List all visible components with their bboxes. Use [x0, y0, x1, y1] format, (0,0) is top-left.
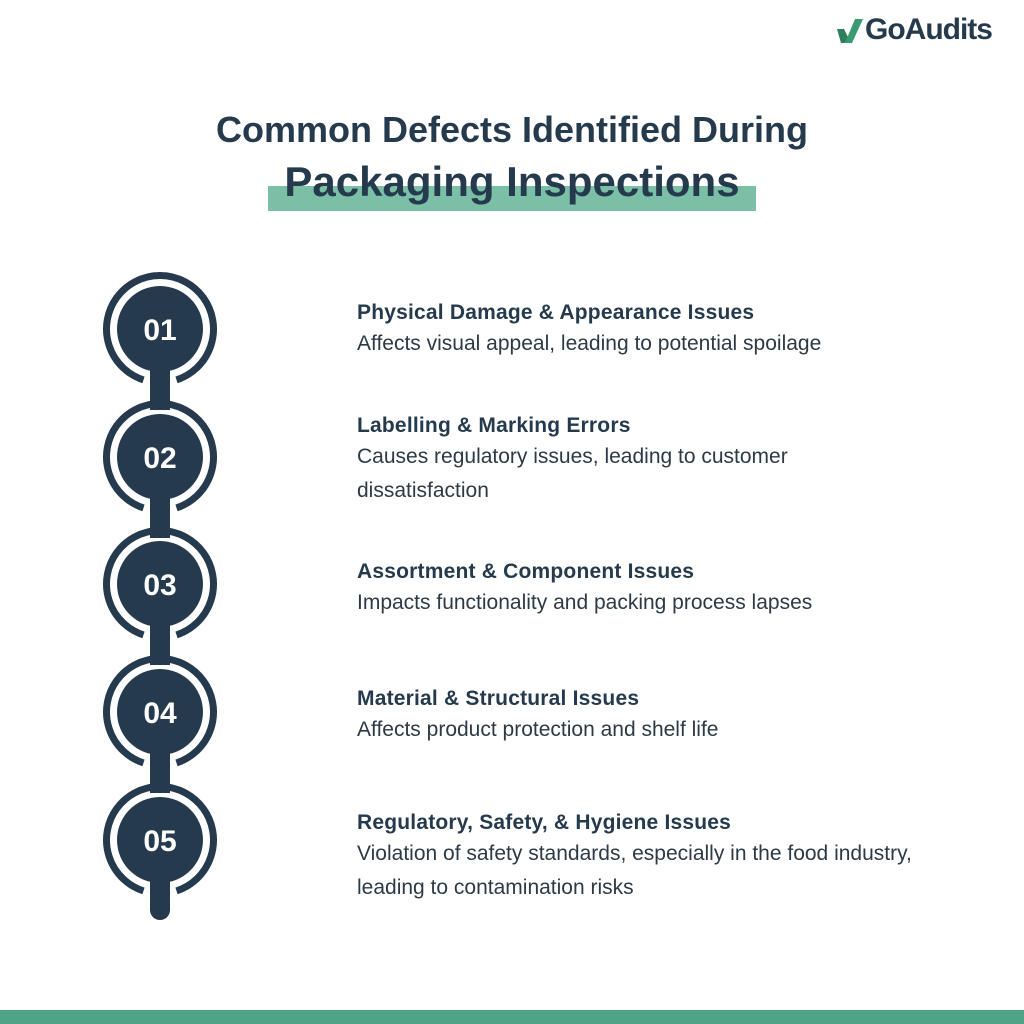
- footer-accent-bar: [0, 1010, 1024, 1024]
- defect-item: Material & Structural Issues Affects pro…: [357, 686, 937, 747]
- defect-description: Causes regulatory issues, leading to cus…: [357, 445, 788, 502]
- defect-item: Assortment & Component Issues Impacts fu…: [357, 559, 937, 620]
- step-node-05: 05: [107, 787, 214, 891]
- defect-title: Assortment & Component Issues: [357, 560, 695, 583]
- svg-text:05: 05: [143, 825, 176, 858]
- checkmark-icon: [837, 19, 863, 43]
- page-title-line2: Packaging Inspections: [284, 158, 740, 205]
- defect-item: Regulatory, Safety, & Hygiene Issues Vio…: [357, 810, 927, 905]
- defect-title: Physical Damage & Appearance Issues: [357, 301, 755, 324]
- svg-text:01: 01: [143, 314, 176, 347]
- defect-description: Violation of safety standards, especiall…: [357, 842, 912, 899]
- step-node-02: 02: [107, 404, 214, 508]
- timeline-graphic: 01 02 03 04 05: [0, 0, 320, 920]
- step-node-01: 01: [107, 276, 214, 380]
- svg-text:03: 03: [143, 569, 176, 602]
- logo-text: GoAudits: [865, 13, 993, 46]
- defect-item: Labelling & Marking Errors Causes regula…: [357, 413, 877, 508]
- defect-description: Impacts functionality and packing proces…: [357, 591, 813, 614]
- svg-text:02: 02: [143, 442, 176, 475]
- defect-description: Affects visual appeal, leading to potent…: [357, 332, 822, 355]
- step-node-03: 03: [107, 531, 214, 635]
- defect-title: Regulatory, Safety, & Hygiene Issues: [357, 811, 732, 834]
- title-highlight: [268, 186, 756, 211]
- defect-title: Material & Structural Issues: [357, 687, 640, 710]
- page-title-line1: Common Defects Identified During: [215, 109, 809, 150]
- svg-text:04: 04: [143, 697, 177, 730]
- brand-logo: GoAudits: [836, 12, 993, 48]
- defect-title: Labelling & Marking Errors: [357, 414, 631, 437]
- step-node-04: 04: [107, 659, 214, 763]
- defect-item: Physical Damage & Appearance Issues Affe…: [357, 300, 937, 361]
- defect-description: Affects product protection and shelf lif…: [357, 718, 719, 741]
